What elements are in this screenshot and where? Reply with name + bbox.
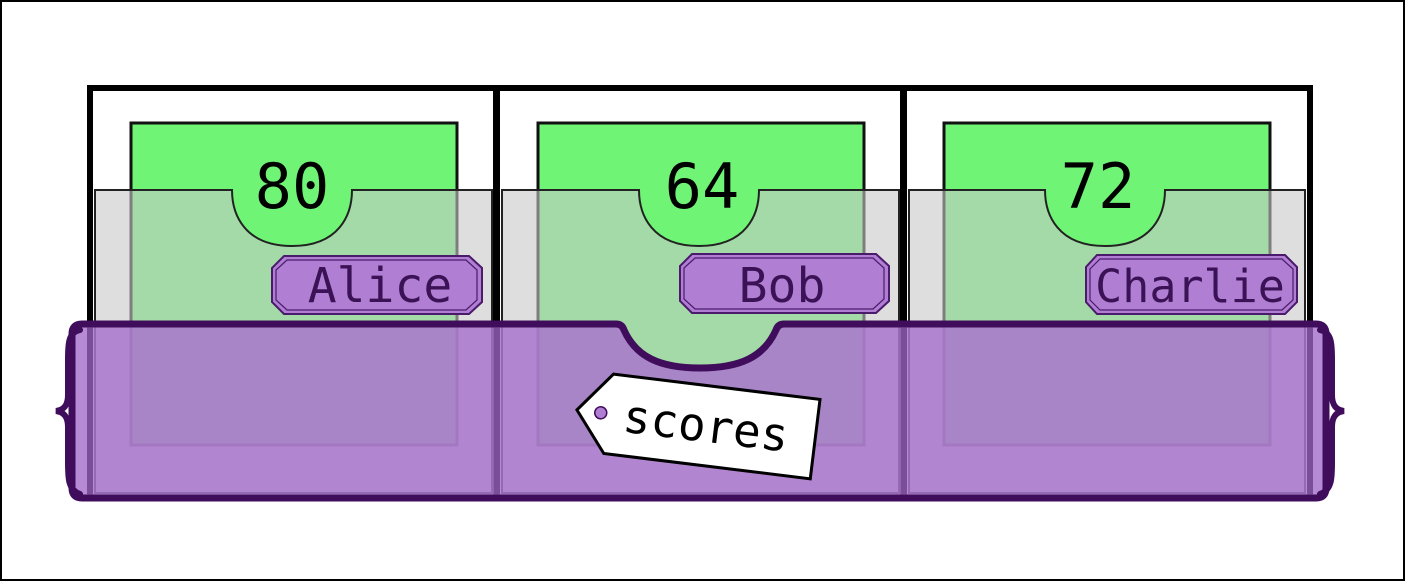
name-tag-shape [575,372,822,481]
value-text: 80 [255,150,330,223]
key-tag [679,253,890,314]
key-tag-inner-border [1089,258,1294,311]
key-tag-inner-border [683,257,885,310]
value-text: 72 [1061,150,1136,223]
name-tag-hole [593,406,608,420]
key-tag [271,255,483,315]
right-brace [1317,327,1345,497]
key-tag-inner-border [275,259,478,311]
value-text: 64 [665,150,740,223]
key-text: Bob [739,258,826,314]
key-tag [1085,254,1298,315]
key-text: Charlie [1095,260,1285,313]
tray-dividers [87,328,1313,494]
variable-name-tag: scores [575,372,822,481]
left-brace [55,327,83,497]
key-text: Alice [308,258,453,314]
